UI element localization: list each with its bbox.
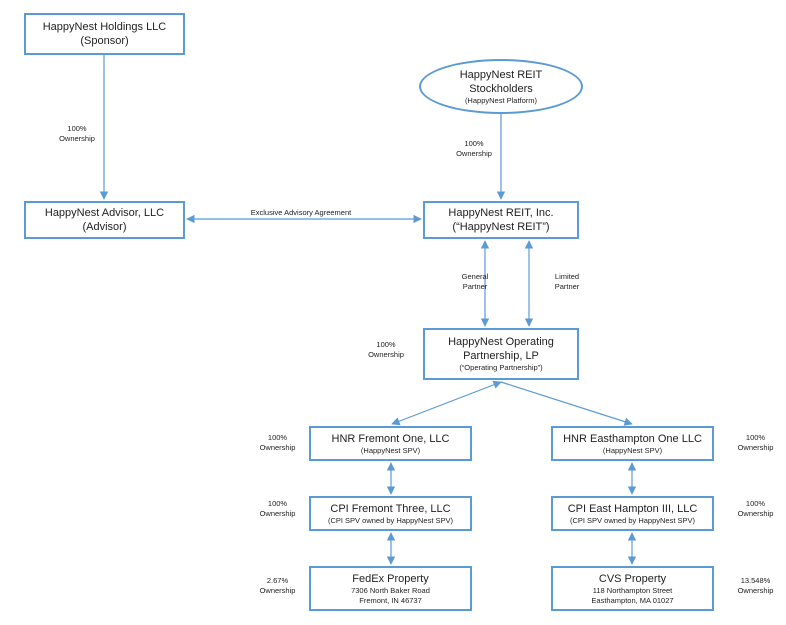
label-line: 100% (67, 124, 87, 133)
label-line: Ownership (368, 350, 404, 359)
easthampton1-subtitle-line: (HappyNest SPV) (602, 445, 663, 455)
hnr-fremont-one-ownership-label: 100%Ownership (250, 433, 305, 453)
label-line: Ownership (259, 586, 296, 595)
label-line: Ownership (59, 134, 95, 143)
op-title-line: Partnership, LP (463, 350, 539, 362)
easthampton1-title-line: HNR Easthampton One LLC (563, 432, 702, 445)
reit-title-line: (“HappyNest REIT”) (452, 221, 550, 233)
fedex-ownership-label: 2.67%Ownership (250, 576, 305, 596)
label-line: Ownership (737, 509, 774, 518)
cpi-fremont-three-box: CPI Fremont Three, LLC(CPI SPV owned by … (309, 496, 472, 531)
fremont3-subtitle-line: (CPI SPV owned by HappyNest SPV) (327, 515, 454, 525)
cpi-east-hampton-iii-box: CPI East Hampton III, LLC(CPI SPV owned … (551, 496, 714, 531)
op-subtitle-line: (“Operating Partnership”) (459, 363, 543, 372)
fedex-subtitle-line: 7306 North Baker Road (351, 585, 430, 595)
stockholders-ownership-label: 100%Ownership (439, 139, 509, 159)
label-line: Ownership (737, 443, 774, 452)
easthampton3-title-line: CPI East Hampton III, LLC (567, 502, 698, 515)
label-line: Ownership (456, 149, 492, 158)
label-line: Ownership (737, 586, 774, 595)
label-line: Limited (554, 272, 580, 281)
label-line: General (461, 272, 489, 281)
label-line: 100% (464, 139, 484, 148)
stockholders-title-line: HappyNest REIT (459, 68, 543, 81)
cvs-ownership-label: 13.548%Ownership (728, 576, 783, 596)
op-title-line: HappyNest Operating (448, 336, 554, 348)
cvs-subtitle-line: Easthampton, MA 01027 (591, 595, 674, 605)
advisor-title-line: (Advisor) (82, 221, 127, 233)
advisory-agreement-label: Exclusive Advisory Agreement (225, 208, 377, 218)
hnr-easthampton-one-box: HNR Easthampton One LLC(HappyNest SPV) (551, 426, 714, 461)
label-line: 100% (267, 433, 288, 442)
stockholders-title-line: Stockholders (469, 82, 533, 95)
fremont3-title-line: CPI Fremont Three, LLC (330, 502, 451, 515)
advisor-title-line: HappyNest Advisor, LLC (44, 207, 165, 219)
label-line: 2.67% (266, 576, 289, 585)
hnr-fremont-one-box: HNR Fremont One, LLC(HappyNest SPV) (309, 426, 472, 461)
cvs-subtitle-line: 118 Northampton Street (592, 585, 673, 595)
fremont1-subtitle-line: (HappyNest SPV) (360, 445, 421, 455)
op-to-fremont-one-arrow (391, 380, 502, 426)
label-line: 100% (745, 499, 766, 508)
operating-partnership-ownership-label: 100%Ownership (356, 340, 416, 360)
stockholders-subtitle-line: (HappyNest Platform) (464, 95, 538, 105)
label-line: Ownership (259, 509, 296, 518)
fedex-title-line: FedEx Property (352, 572, 429, 585)
op-to-easthampton-one-arrow (500, 381, 633, 426)
holdings-title-line: (Sponsor) (80, 35, 129, 47)
label-line: Exclusive Advisory Agreement (250, 208, 352, 217)
holdings-title-line: HappyNest Holdings LLC (42, 21, 167, 33)
reit-title-line: HappyNest REIT, Inc. (448, 207, 554, 219)
fremont1-title-line: HNR Fremont One, LLC (331, 432, 450, 445)
advisor-box: HappyNest Advisor, LLC (Advisor) (24, 201, 185, 239)
easthampton3-subtitle-line: (CPI SPV owned by HappyNest SPV) (569, 515, 696, 525)
label-line: Partner (554, 282, 580, 291)
label-line: Ownership (259, 443, 296, 452)
label-line: Partner (462, 282, 488, 291)
cpi-fremont-three-ownership-label: 100%Ownership (250, 499, 305, 519)
cpi-east-hampton-iii-ownership-label: 100%Ownership (728, 499, 783, 519)
fedex-subtitle-line: Fremont, IN 46737 (359, 595, 422, 605)
holdings-ownership-label: 100%Ownership (42, 124, 112, 144)
reit-box: HappyNest REIT, Inc. (“HappyNest REIT”) (423, 201, 579, 239)
label-line: 100% (267, 499, 288, 508)
hnr-easthampton-one-ownership-label: 100%Ownership (728, 433, 783, 453)
holdings-box: HappyNest Holdings LLC (Sponsor) (24, 13, 185, 55)
label-line: 13.548% (740, 576, 771, 585)
cvs-title-line: CVS Property (598, 572, 667, 585)
label-line: 100% (376, 340, 396, 349)
label-line: 100% (745, 433, 766, 442)
